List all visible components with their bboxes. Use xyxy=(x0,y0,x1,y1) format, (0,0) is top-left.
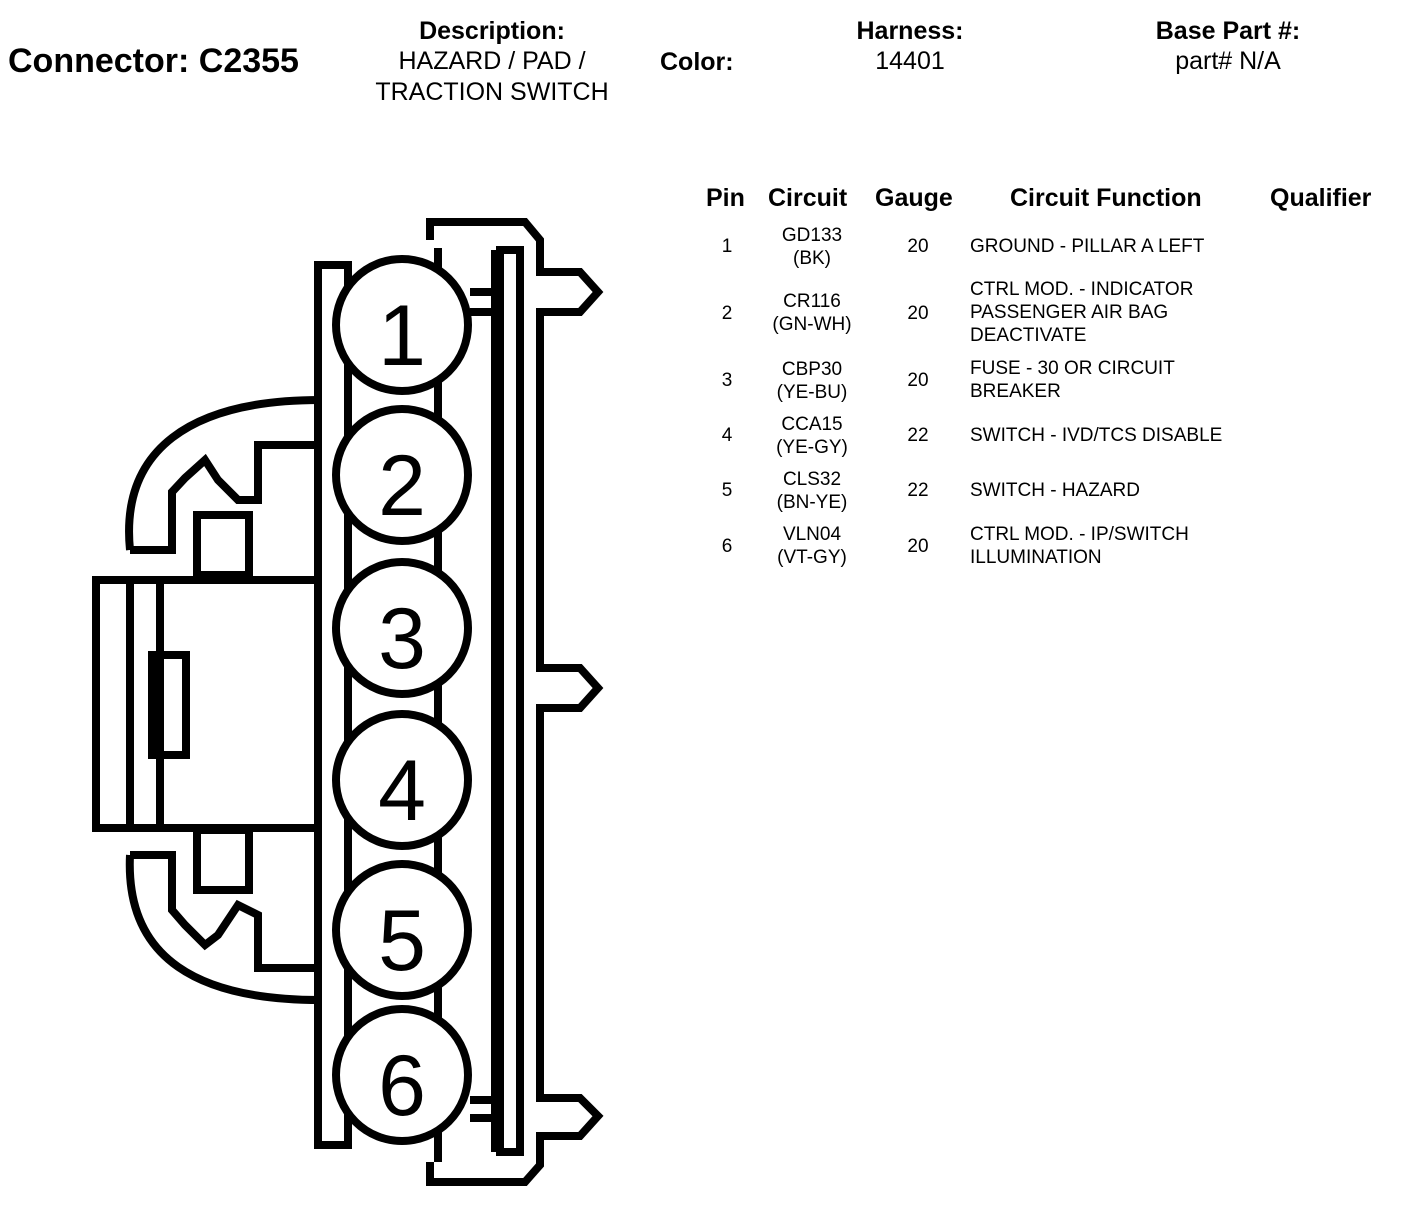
color-label: Color: xyxy=(660,48,734,76)
pin-1-label: 1 xyxy=(378,288,426,384)
row-3-pin: 3 xyxy=(721,370,733,391)
row-3-gauge: 20 xyxy=(907,370,929,391)
col-header-gauge: Gauge xyxy=(875,184,953,212)
row-5-pin: 5 xyxy=(721,480,733,501)
pin-6-label: 6 xyxy=(378,1038,426,1134)
pin-5-circle xyxy=(332,860,472,1000)
row-2-function: CTRL MOD. - INDICATOR PASSENGER AIR BAG … xyxy=(970,279,1194,346)
lower-lock-tab xyxy=(193,826,253,894)
row-6-pin: 6 xyxy=(721,536,733,557)
row-4-gauge: 22 xyxy=(907,425,929,446)
connector-title: Connector: C2355 xyxy=(8,42,299,80)
harness-value: 14401 xyxy=(875,47,945,75)
pin-4-circle xyxy=(332,710,472,850)
pin-2-circle xyxy=(332,405,472,545)
row-5-function: SWITCH - HAZARD xyxy=(970,480,1140,501)
description-label: Description: xyxy=(419,17,565,45)
latch-slot xyxy=(148,651,190,759)
row-6-gauge: 20 xyxy=(907,536,929,557)
pin-3-label: 3 xyxy=(378,591,426,687)
row-5-circuit: CLS32 (BN-YE) xyxy=(776,469,848,513)
col-header-circuit: Circuit xyxy=(768,184,848,212)
row-2-pin: 2 xyxy=(721,303,733,324)
pin-2-label: 2 xyxy=(378,438,426,534)
description-block: Description: HAZARD / PAD / TRACTION SWI… xyxy=(352,16,632,108)
harness-block: Harness: 14401 xyxy=(830,16,990,77)
upper-lock-tab xyxy=(193,511,253,579)
row-1-gauge: 20 xyxy=(907,236,929,257)
harness-label: Harness: xyxy=(856,17,964,45)
housing-right-profile xyxy=(426,218,604,1186)
pin-3-circle xyxy=(332,558,472,698)
pin-1-circle xyxy=(332,255,472,395)
col-header-circuit-function: Circuit Function xyxy=(1010,184,1202,212)
row-4-circuit: CCA15 (YE-GY) xyxy=(776,414,848,458)
col-header-pin: Pin xyxy=(706,184,745,212)
pin-5-label: 5 xyxy=(378,893,426,989)
row-1-function: GROUND - PILLAR A LEFT xyxy=(970,236,1205,257)
row-1-pin: 1 xyxy=(721,236,733,257)
row-1-circuit: GD133 (BK) xyxy=(781,225,843,269)
row-2-gauge: 20 xyxy=(907,303,929,324)
base-part-label: Base Part #: xyxy=(1155,17,1301,45)
housing-left-bar xyxy=(314,261,352,1149)
row-4-pin: 4 xyxy=(721,425,733,446)
housing-right-rail xyxy=(496,246,524,1156)
pin-4-label: 4 xyxy=(378,743,426,839)
description-line-2: TRACTION SWITCH xyxy=(375,78,609,106)
base-part-value: part# N/A xyxy=(1175,47,1281,75)
row-6-function: CTRL MOD. - IP/SWITCH ILLUMINATION xyxy=(970,524,1189,568)
col-header-qualifier: Qualifier xyxy=(1270,184,1372,212)
pin-6-circle xyxy=(332,1005,472,1145)
row-4-function: SWITCH - IVD/TCS DISABLE xyxy=(970,425,1223,446)
base-part-block: Base Part #: part# N/A xyxy=(1118,16,1338,77)
row-3-circuit: CBP30 (YE-BU) xyxy=(776,359,848,403)
lower-hook xyxy=(125,851,321,1004)
description-line-1: HAZARD / PAD / xyxy=(398,47,586,75)
row-5-gauge: 22 xyxy=(907,480,929,501)
row-6-circuit: VLN04 (VT-GY) xyxy=(777,524,847,568)
latch-block xyxy=(92,576,322,832)
upper-hook xyxy=(125,396,321,554)
row-2-circuit: CR116 (GN-WH) xyxy=(772,291,852,335)
row-3-function: FUSE - 30 OR CIRCUIT BREAKER xyxy=(970,358,1175,402)
